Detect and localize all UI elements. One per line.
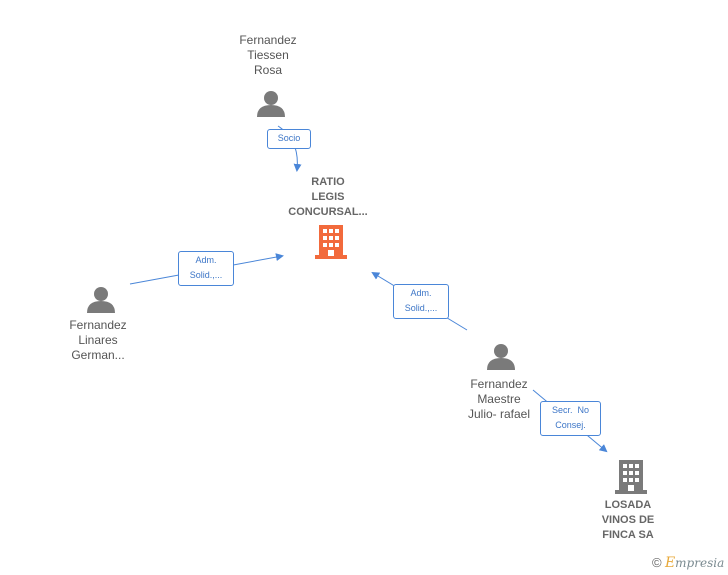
label-line: VINOS DE	[601, 514, 655, 526]
label-line: Linares	[78, 333, 118, 347]
label-line: LOSADA	[604, 499, 652, 511]
brand-initial: E	[664, 555, 676, 571]
label-line: Rosa	[253, 63, 282, 77]
person-label-linares[interactable]: Fernandez Linares German...	[33, 318, 163, 363]
person-label-tiessen[interactable]: Fernandez Tiessen Rosa	[203, 33, 333, 78]
company-building-icon[interactable]	[315, 225, 347, 259]
label-line: Fernandez	[239, 33, 297, 47]
edge-label-adm-left[interactable]: Adm. Solid.,...	[178, 251, 234, 286]
edge-label-secr[interactable]: Secr. No Consej.	[540, 401, 601, 436]
label-line: German...	[71, 348, 125, 362]
person-label-maestre[interactable]: Fernandez Maestre Julio- rafael	[434, 377, 564, 422]
person-icon[interactable]	[257, 91, 285, 117]
label-line: Maestre	[477, 392, 521, 406]
company-label-losada[interactable]: LOSADA VINOS DE FINCA SA	[563, 498, 693, 543]
label-line: Solid.,...	[189, 270, 223, 280]
person-icon[interactable]	[87, 287, 115, 313]
label-line: Socio	[277, 133, 301, 143]
person-icon[interactable]	[487, 344, 515, 370]
label-line: Consej.	[555, 420, 586, 430]
label-line: Tiessen	[247, 48, 289, 62]
brand-name: mpresia	[675, 556, 725, 570]
label-line: Fernandez	[470, 377, 528, 391]
company-label-ratio[interactable]: RATIO LEGIS CONCURSAL...	[263, 175, 393, 220]
label-line: Julio- rafael	[467, 407, 531, 421]
label-line: RATIO	[311, 176, 345, 188]
label-line: Adm.	[195, 255, 217, 265]
label-line: Secr. No	[551, 405, 589, 415]
company-building-icon[interactable]	[615, 460, 647, 494]
label-line: Fernandez	[69, 318, 127, 332]
copyright-symbol: ©	[652, 555, 662, 570]
label-line: FINCA SA	[602, 529, 654, 541]
label-line: Solid.,...	[404, 303, 438, 313]
label-line: CONCURSAL...	[288, 206, 368, 218]
edge-label-socio[interactable]: Socio	[267, 129, 311, 149]
brand-logo: © Empresia	[652, 555, 724, 571]
label-line: Adm.	[410, 288, 432, 298]
label-line: LEGIS	[311, 191, 345, 203]
edge-label-adm-right[interactable]: Adm. Solid.,...	[393, 284, 449, 319]
